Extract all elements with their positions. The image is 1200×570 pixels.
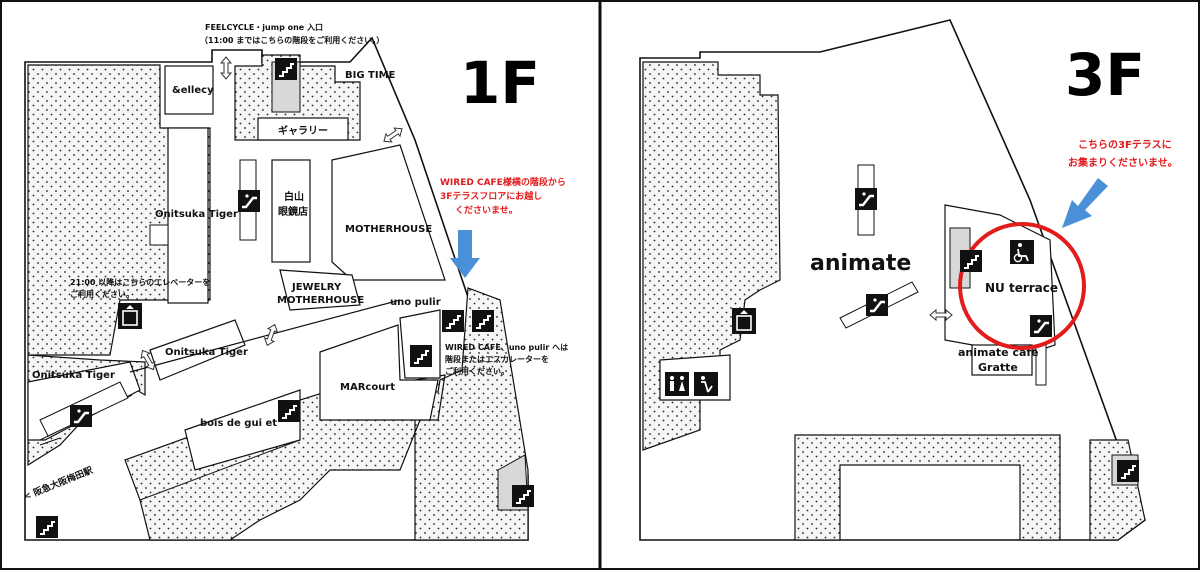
stairs-icon xyxy=(274,57,298,81)
label-jewelry-1: JEWELRY xyxy=(291,282,342,293)
stairs-icon xyxy=(959,249,983,273)
label-onitsuka-2: Onitsuka Tiger xyxy=(165,347,248,358)
note-wired-2: 階段またはエスカレーターを xyxy=(445,354,549,364)
note-feelcycle-2: （11:00 まではこちらの階段をご利用ください。） xyxy=(200,35,384,45)
label-uno-pulir: uno pulir xyxy=(390,297,441,308)
stairs-icon xyxy=(1116,459,1140,483)
label-big-time: BIG TIME xyxy=(345,70,396,81)
escalator-icon xyxy=(1028,313,1054,339)
escalator-icon xyxy=(236,188,262,214)
label-motherhouse: MOTHERHOUSE xyxy=(345,224,432,235)
stairs-icon xyxy=(441,309,465,333)
escalator-icon xyxy=(853,186,879,212)
dotted-area-west xyxy=(27,64,211,356)
elevator-icon xyxy=(118,303,142,329)
store-marcourt xyxy=(319,324,439,421)
note-wired-1: WIRED CAFE、uno pulir へは xyxy=(445,343,568,352)
note-elevator-2: ご利用ください。 xyxy=(70,289,134,299)
store-onitsuka-1 xyxy=(167,127,209,304)
label-hakusan-2: 眼鏡店 xyxy=(278,205,308,218)
red-note-3f-line2: お集まりくださいませ。 xyxy=(1068,156,1178,169)
store-onitsuka-2 xyxy=(149,319,246,381)
floor-1-map: 1F &ellecy BIG TIME ギャラリー Onitsuka Tiger… xyxy=(22,23,568,541)
dotted-area-3f-south xyxy=(794,434,1061,541)
store-jewelry-motherhouse xyxy=(279,269,361,311)
stairs-icon xyxy=(35,515,59,539)
label-ellecy: &ellecy xyxy=(172,85,214,96)
label-nu-terrace: NU terrace xyxy=(985,281,1058,295)
note-feelcycle-1: FEELCYCLE・jump one 入口 xyxy=(205,23,323,32)
red-note-1f-line1: WIRED CAFE様横の階段から xyxy=(440,176,566,188)
floor-1-title: 1F xyxy=(460,49,540,117)
elevator-icon xyxy=(732,308,756,334)
store-ellecy xyxy=(164,65,214,115)
restroom-icon xyxy=(665,372,689,396)
floor-3-title: 3F xyxy=(1065,41,1145,109)
dotted-area-3f-west xyxy=(642,61,781,451)
red-note-3f-line1: こちらの3Fテラスに xyxy=(1078,139,1172,151)
label-marcourt: MARcourt xyxy=(340,382,395,393)
highlight-circle xyxy=(958,222,1086,350)
accessible-icon xyxy=(1010,240,1034,264)
blue-arrow-3f xyxy=(1062,178,1108,228)
store-hakusan xyxy=(271,159,311,263)
label-animate: animate xyxy=(810,251,911,276)
baby-care-icon xyxy=(694,372,718,396)
label-bois-de-gui-et: bois de gui et xyxy=(200,418,277,429)
floor-3-map: 3F animate NU terrace animate cafe Gratt… xyxy=(639,19,1178,541)
note-elevator-1: 21:00 以降はこちらのエレベーターを xyxy=(70,277,210,287)
label-jewelry-2: MOTHERHOUSE xyxy=(277,295,364,306)
label-onitsuka-3: Onitsuka Tiger xyxy=(32,370,115,381)
store-gallery xyxy=(257,117,349,141)
note-wired-3: ご利用ください。 xyxy=(445,366,509,376)
stairs-icon xyxy=(409,344,433,368)
store-motherhouse xyxy=(331,144,446,281)
label-onitsuka-1: Onitsuka Tiger xyxy=(155,209,238,220)
escalator-icon xyxy=(68,403,94,429)
label-hakusan-1: 白山 xyxy=(284,190,304,203)
label-gratte: Gratte xyxy=(978,361,1018,374)
label-gallery: ギャラリー xyxy=(278,124,328,137)
red-note-1f-line3: くださいませ。 xyxy=(455,205,518,216)
stairs-icon xyxy=(277,399,301,423)
stairs-icon xyxy=(471,309,495,333)
blue-arrow-1f xyxy=(450,230,480,278)
stairs-icon xyxy=(511,484,535,508)
escalator-icon xyxy=(864,292,890,318)
red-note-1f-line2: 3Fテラスフロアにお越し xyxy=(440,190,542,202)
